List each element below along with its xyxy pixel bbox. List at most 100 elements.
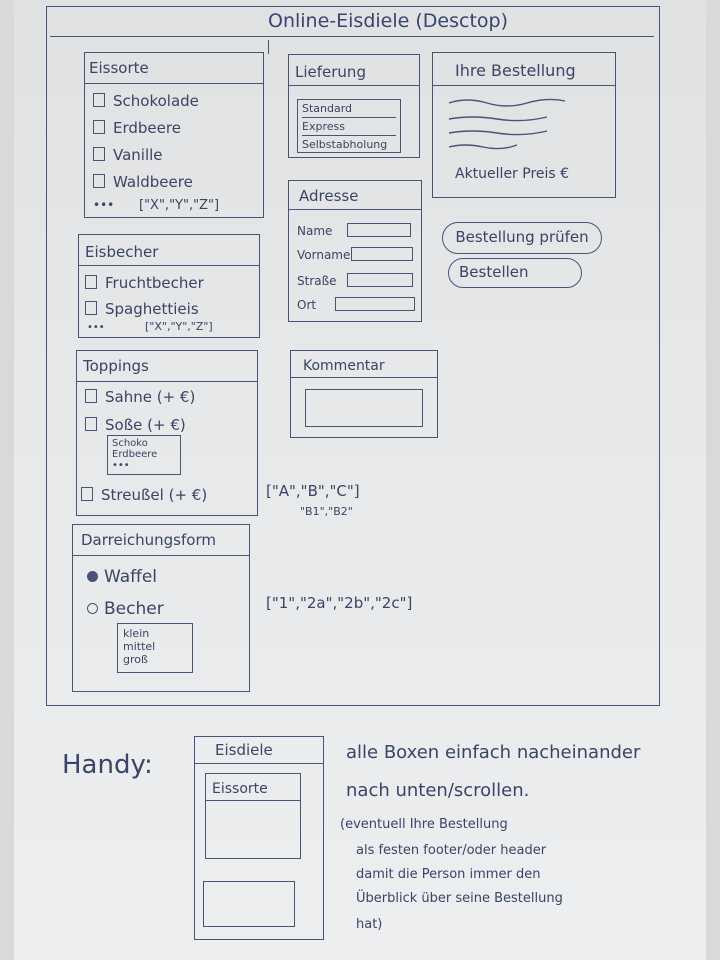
note-line-4: als festen footer/oder header bbox=[356, 843, 547, 858]
bestellung-pruefen-button[interactable]: Bestellung prüfen bbox=[442, 222, 602, 254]
note-line-6: Überblick über seine Bestellung bbox=[356, 891, 563, 906]
checkbox-erdbeere[interactable]: Erdbeere bbox=[93, 120, 181, 136]
note-line-1: alle Boxen einfach nacheinander bbox=[346, 742, 641, 763]
checkbox-icon[interactable] bbox=[93, 120, 105, 134]
checkbox-sahne[interactable]: Sahne (+ €) bbox=[85, 389, 195, 405]
checkbox-fruchtbecher[interactable]: Fruchtbecher bbox=[85, 275, 204, 291]
bestellung-box: Ihre Bestellung Aktueller Preis € bbox=[432, 52, 616, 198]
order-items-placeholder bbox=[448, 98, 566, 150]
size-option[interactable]: mittel bbox=[123, 640, 156, 653]
mobile-next-box bbox=[203, 881, 295, 927]
label-sahne: Sahne (+ €) bbox=[105, 388, 196, 406]
checkbox-streusel[interactable]: Streußel (+ €) bbox=[81, 487, 207, 503]
toppings-divider bbox=[77, 381, 257, 382]
eisbecher-array-note: ["X","Y","Z"] bbox=[145, 320, 213, 333]
page-title: Online-Eisdiele (Desctop) bbox=[268, 10, 508, 32]
mobile-header-title: Eisdiele bbox=[215, 741, 273, 759]
toppings-box: Toppings Sahne (+ €) Soße (+ €) Schoko E… bbox=[76, 350, 258, 516]
checkbox-icon[interactable] bbox=[93, 147, 105, 161]
strasse-field[interactable] bbox=[347, 273, 413, 287]
size-option[interactable]: groß bbox=[123, 653, 148, 666]
label-vanille: Vanille bbox=[113, 146, 163, 164]
checkbox-icon[interactable] bbox=[93, 93, 105, 107]
note-line-2: nach unten/scrollen. bbox=[346, 780, 530, 801]
radio-waffel[interactable]: Waffel bbox=[87, 569, 157, 586]
radio-icon[interactable] bbox=[87, 571, 98, 582]
label-schokolade: Schokolade bbox=[113, 92, 199, 110]
note-line-5: damit die Person immer den bbox=[356, 867, 541, 882]
label-waffel: Waffel bbox=[104, 567, 158, 587]
toppings-heading: Toppings bbox=[83, 357, 149, 375]
eissorte-box: Eissorte Schokolade Erdbeere Vanille Wal… bbox=[84, 52, 264, 218]
desktop-frame bbox=[46, 6, 660, 706]
note-line-3: (eventuell Ihre Bestellung bbox=[340, 817, 508, 832]
checkbox-waldbeere[interactable]: Waldbeere bbox=[93, 174, 193, 190]
mobile-frame: Eisdiele Eissorte bbox=[194, 736, 324, 940]
lieferung-box: Lieferung Standard Express Selbstabholun… bbox=[288, 54, 420, 158]
darreichungsform-box: Darreichungsform Waffel Becher klein mit… bbox=[72, 524, 250, 692]
checkbox-icon[interactable] bbox=[85, 275, 97, 289]
adresse-heading: Adresse bbox=[299, 187, 359, 205]
size-option[interactable]: klein bbox=[123, 627, 150, 640]
eissorte-array-note: ["X","Y","Z"] bbox=[139, 198, 220, 213]
darreichungsform-array-note: ["1","2a","2b","2c"] bbox=[266, 594, 413, 612]
label-sosse: Soße (+ €) bbox=[105, 416, 186, 434]
bestellung-heading: Ihre Bestellung bbox=[455, 61, 576, 80]
label-fruchtbecher: Fruchtbecher bbox=[105, 274, 204, 292]
label-streusel: Streußel (+ €) bbox=[101, 486, 208, 504]
vorname-field[interactable] bbox=[351, 247, 413, 261]
name-field[interactable] bbox=[347, 223, 411, 237]
checkbox-sosse[interactable]: Soße (+ €) bbox=[85, 417, 186, 433]
label-ort: Ort bbox=[297, 298, 317, 312]
lieferung-option[interactable]: Selbstabholung bbox=[302, 138, 388, 151]
darreichungsform-divider bbox=[73, 555, 249, 556]
kommentar-box: Kommentar bbox=[290, 350, 438, 438]
eisbecher-box: Eisbecher Fruchtbecher Spaghettieis ••• … bbox=[78, 234, 260, 338]
mobile-eissorte-box: Eissorte bbox=[205, 773, 301, 859]
bestellung-divider bbox=[433, 85, 615, 86]
label-waldbeere: Waldbeere bbox=[113, 173, 193, 191]
bestellen-button[interactable]: Bestellen bbox=[448, 258, 582, 288]
checkbox-icon[interactable] bbox=[85, 389, 97, 403]
eisbecher-divider bbox=[79, 265, 259, 266]
checkbox-spaghettieis[interactable]: Spaghettieis bbox=[85, 301, 199, 317]
checkbox-icon[interactable] bbox=[85, 417, 97, 431]
paper-sheet bbox=[14, 0, 706, 960]
label-strasse: Straße bbox=[297, 274, 337, 288]
current-price: Aktueller Preis € bbox=[455, 166, 570, 182]
eisbecher-more: ••• bbox=[87, 322, 105, 333]
checkbox-icon[interactable] bbox=[81, 487, 93, 501]
sosse-select[interactable]: Schoko Erdbeere ••• bbox=[107, 435, 181, 475]
mobile-box-divider bbox=[206, 800, 300, 801]
adresse-divider bbox=[289, 209, 421, 210]
radio-icon[interactable] bbox=[87, 603, 98, 614]
toppings-array-note: ["A","B","C"] bbox=[266, 482, 360, 500]
size-select[interactable]: klein mittel groß bbox=[117, 623, 193, 673]
label-becher: Becher bbox=[104, 599, 164, 619]
checkbox-icon[interactable] bbox=[85, 301, 97, 315]
lieferung-option[interactable]: Express bbox=[302, 118, 396, 136]
radio-becher[interactable]: Becher bbox=[87, 601, 164, 618]
label-vorname: Vorname bbox=[297, 248, 351, 262]
sosse-option[interactable]: ••• bbox=[112, 460, 130, 471]
darreichungsform-heading: Darreichungsform bbox=[81, 531, 216, 549]
note-line-7: hat) bbox=[356, 917, 383, 932]
checkbox-icon[interactable] bbox=[93, 174, 105, 188]
lieferung-select[interactable]: Standard Express Selbstabholung bbox=[297, 99, 401, 153]
kommentar-heading: Kommentar bbox=[303, 358, 385, 374]
checkbox-schokolade[interactable]: Schokolade bbox=[93, 93, 199, 109]
ort-field[interactable] bbox=[335, 297, 415, 311]
toppings-array-subnote: "B1","B2" bbox=[300, 505, 353, 518]
sidebar-divider bbox=[268, 40, 270, 54]
checkbox-vanille[interactable]: Vanille bbox=[93, 147, 163, 163]
eissorte-heading: Eissorte bbox=[89, 59, 149, 77]
mobile-eissorte-heading: Eissorte bbox=[212, 781, 268, 797]
lieferung-divider bbox=[289, 85, 419, 86]
lieferung-option[interactable]: Standard bbox=[302, 100, 396, 118]
sosse-option[interactable]: Schoko bbox=[112, 438, 148, 449]
eissorte-more: ••• bbox=[93, 198, 115, 212]
adresse-box: Adresse Name Vorname Straße Ort bbox=[288, 180, 422, 322]
sosse-option[interactable]: Erdbeere bbox=[112, 449, 158, 460]
kommentar-textarea[interactable] bbox=[305, 389, 423, 427]
label-spaghettieis: Spaghettieis bbox=[105, 300, 199, 318]
